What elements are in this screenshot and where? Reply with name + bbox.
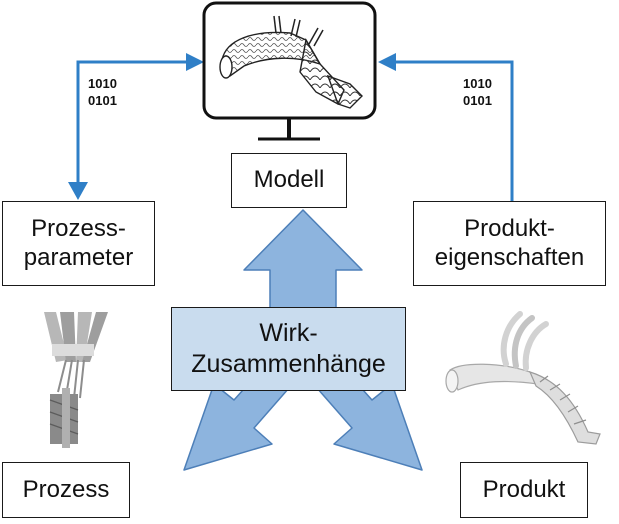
hose-model-icon bbox=[219, 15, 363, 109]
binary-label-left: 1010 0101 bbox=[88, 75, 117, 109]
modell-box: Modell bbox=[231, 153, 347, 208]
binary-line: 0101 bbox=[88, 93, 117, 108]
wirkzusammenhaenge-label-line1: Wirk- bbox=[259, 318, 318, 347]
prozessparameter-label-line2: parameter bbox=[23, 243, 134, 271]
produkteigenschaften-box: Produkt- eigenschaften bbox=[413, 201, 606, 286]
wirkzusammenhaenge-box: Wirk- Zusammenhänge bbox=[171, 307, 406, 391]
right-data-connector bbox=[378, 53, 514, 202]
process-tool-icon bbox=[44, 312, 108, 448]
produkteigenschaften-label-line2: eigenschaften bbox=[434, 243, 585, 271]
binary-line: 1010 bbox=[88, 76, 117, 91]
wirkzusammenhaenge-label-line2: Zusammenhänge bbox=[191, 350, 386, 378]
produkteigenschaften-label-line1: Produkt- bbox=[464, 214, 555, 242]
prozessparameter-box: Prozess- parameter bbox=[2, 201, 155, 286]
produkt-label: Produkt bbox=[482, 475, 566, 503]
binary-label-right: 1010 0101 bbox=[463, 75, 492, 109]
prozessparameter-label-line1: Prozess- bbox=[31, 214, 126, 242]
produkt-box: Produkt bbox=[460, 462, 588, 518]
prozess-label: Prozess bbox=[22, 475, 110, 503]
binary-line: 1010 bbox=[463, 76, 492, 91]
left-data-connector bbox=[68, 53, 204, 200]
hose-product-icon bbox=[445, 311, 601, 445]
binary-line: 0101 bbox=[463, 93, 492, 108]
modell-label: Modell bbox=[253, 166, 325, 194]
prozess-box: Prozess bbox=[2, 462, 130, 518]
